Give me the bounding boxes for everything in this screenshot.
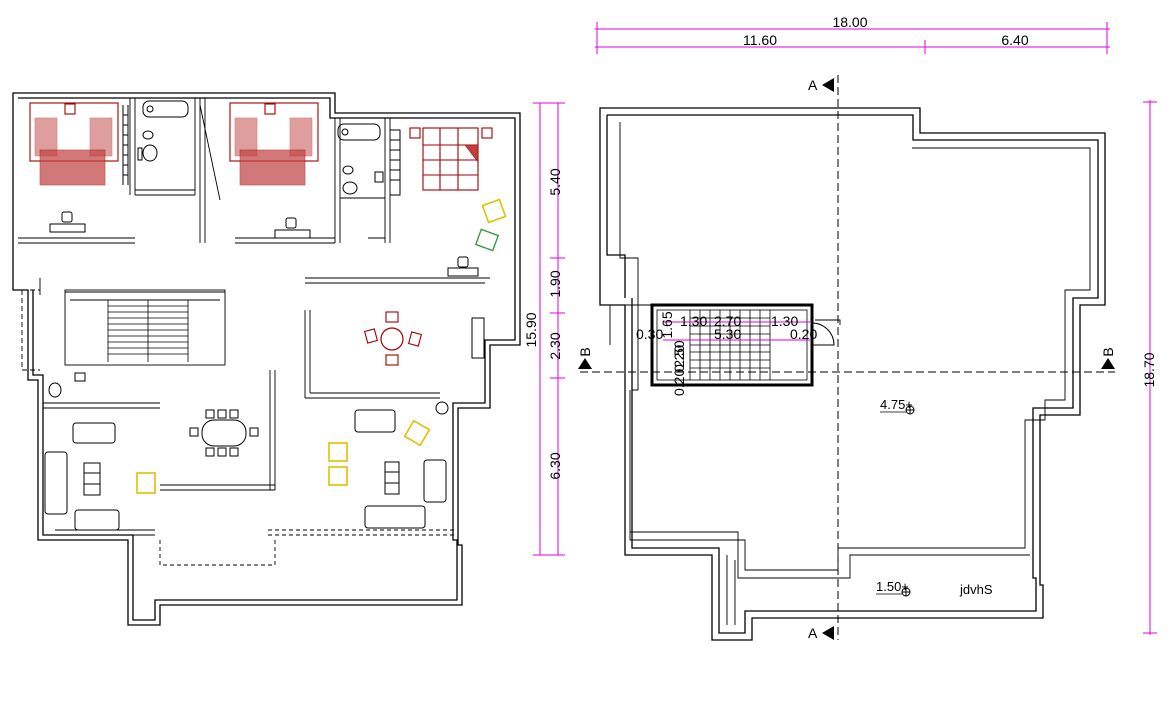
section-marker-b-left: B xyxy=(577,347,593,369)
stair-dim-3: 1.30 xyxy=(771,313,798,329)
stair-dim-6: 0.30 xyxy=(636,326,663,342)
svg-text:A: A xyxy=(808,77,818,93)
svg-text:B: B xyxy=(1100,347,1116,356)
floor-seg-4: 6.30 xyxy=(547,452,563,479)
kitchen-counter xyxy=(471,317,485,359)
stair-dim-1: 1.30 xyxy=(680,313,707,329)
floor-height-total: 15.90 xyxy=(523,312,539,347)
bed-2 xyxy=(229,102,319,186)
level-marker-lower: 1.50+ xyxy=(876,579,911,597)
floor-plan-dimensions: 15.90 5.40 1.90 2.30 6.30 xyxy=(523,102,565,556)
stair-dim-4: 5.30 xyxy=(714,326,741,342)
floor-plan-outer-wall xyxy=(12,92,521,626)
svg-text:4.75+: 4.75+ xyxy=(880,397,913,412)
bed-3 xyxy=(409,127,493,191)
bathtub-2 xyxy=(337,123,384,195)
floor-seg-3: 2.30 xyxy=(547,332,563,359)
desk-2 xyxy=(274,217,311,239)
roof-stair-core xyxy=(609,303,841,387)
section-marker-b-right: B xyxy=(1100,347,1116,369)
section-marker-a-top: A xyxy=(808,77,834,93)
svg-text:1.50+: 1.50+ xyxy=(876,579,909,594)
roof-dim-right-height: 18.70 xyxy=(1141,352,1157,387)
roof-plan: 1.30 2.70 1.30 5.30 0.20 0.30 0.20 2.50 … xyxy=(577,75,1116,641)
stair-dim-7: 0.20 xyxy=(671,345,687,372)
desk-1 xyxy=(49,211,86,233)
roof-plan-dimensions: 18.00 11.60 6.40 18.70 xyxy=(595,14,1157,635)
floor-stair xyxy=(107,300,189,362)
sofa-set-right xyxy=(354,409,447,529)
level-marker-roof: 4.75+ xyxy=(880,397,915,415)
stair-dim-8: 2.50 xyxy=(671,340,687,367)
roof-dim-top-left: 11.60 xyxy=(743,32,777,48)
roof-label: jdvhS xyxy=(959,582,993,597)
svg-text:B: B xyxy=(577,347,593,356)
stair-dim-10: 0.20 xyxy=(671,369,687,396)
floor-seg-1: 5.40 xyxy=(547,168,563,195)
toilet xyxy=(48,382,62,398)
round-table xyxy=(363,311,423,366)
floor-plan xyxy=(12,92,521,626)
stair-dim-9: 1.65 xyxy=(659,311,675,338)
section-marker-a-bottom: A xyxy=(808,625,834,641)
sofa-set-left xyxy=(44,422,120,531)
bathtub-1 xyxy=(137,100,189,162)
roof-dim-top-total: 18.00 xyxy=(832,14,867,30)
roof-dim-top-right: 6.40 xyxy=(1001,32,1028,48)
roof-outer-wall xyxy=(599,107,1106,641)
stair-dim-5: 0.20 xyxy=(790,326,817,342)
bed-1 xyxy=(29,102,119,186)
stair-dim-2: 2.70 xyxy=(714,313,741,329)
floor-seg-2: 1.90 xyxy=(547,270,563,297)
svg-text:A: A xyxy=(808,625,818,641)
desk-3 xyxy=(447,256,479,277)
dining-table xyxy=(189,409,259,457)
